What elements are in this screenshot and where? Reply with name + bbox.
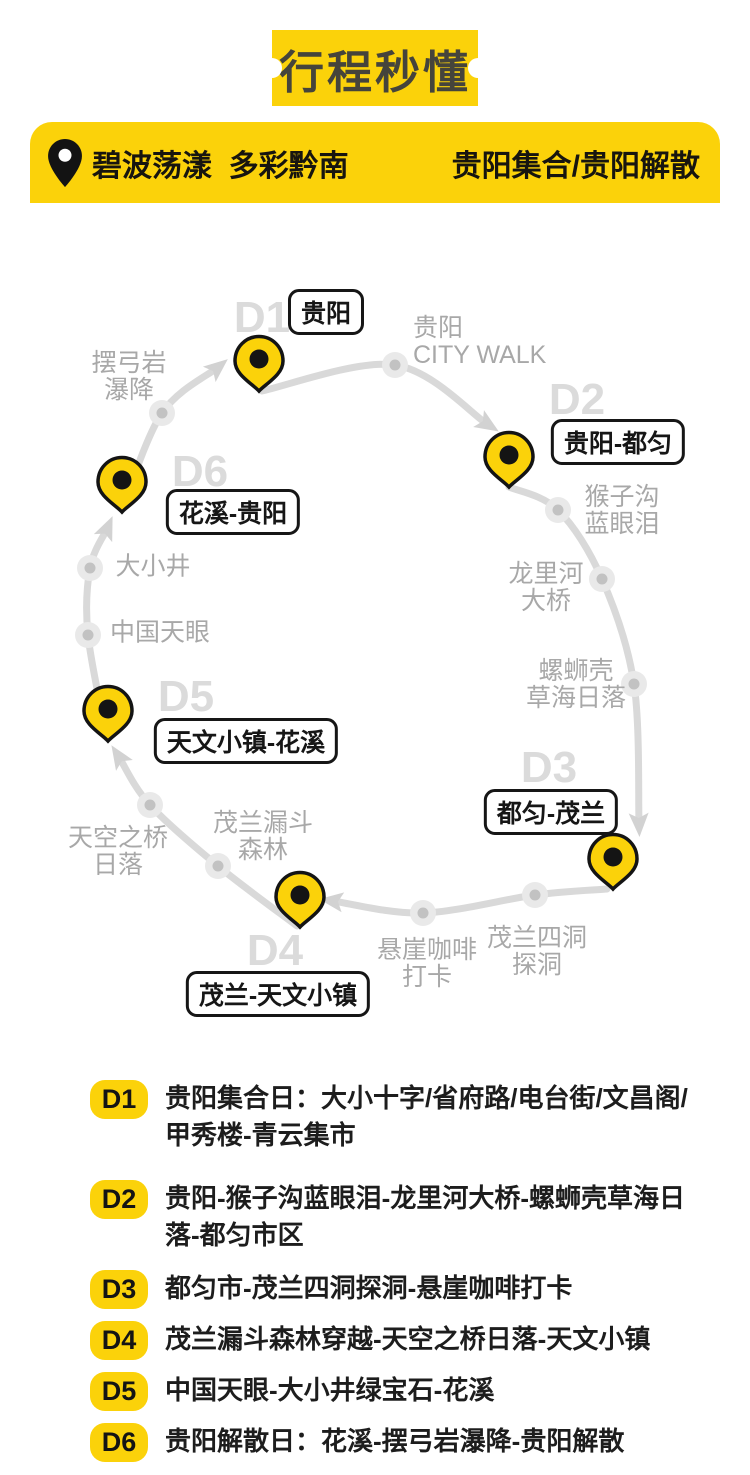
- day-badge: D2: [90, 1180, 148, 1219]
- day-badge: D1: [90, 1080, 148, 1119]
- route-theme-title: 碧波荡漾 多彩黔南: [92, 149, 349, 183]
- route-path-segment: [258, 360, 491, 428]
- itinerary-list: D1 贵阳集合日：大小十字/省府路/电台街/文昌阁/甲秀楼-青云集市 D2 贵阳-猴子…: [90, 1080, 700, 1462]
- itinerary-row-d3: D3 都匀市-茂兰四洞探洞-悬崖咖啡打卡: [90, 1270, 700, 1309]
- route-arrow-icon: [319, 892, 345, 913]
- waypoint-dot-center: [552, 504, 564, 516]
- waypoint-dot-center: [212, 860, 224, 872]
- route-loop-graphic: [75, 334, 649, 930]
- route-arrow-icon: [628, 812, 649, 837]
- page-title: 行程秒懂: [278, 46, 471, 98]
- itinerary-row-d4: D4 茂兰漏斗森林穿越-天空之桥日落-天文小镇: [90, 1321, 700, 1360]
- itinerary-row-d5: D5 中国天眼-大小井绿宝石-花溪: [90, 1372, 700, 1411]
- route-path-segment: [115, 753, 301, 930]
- day-description: 贵阳集合日：大小十字/省府路/电台街/文昌阁/甲秀楼-青云集市: [165, 1083, 688, 1150]
- waypoint-dot-center: [82, 629, 94, 641]
- route-header-bar: 碧波荡漾 多彩黔南 贵阳集合/贵阳解散: [30, 122, 720, 203]
- day-description: 贵阳-猴子沟蓝眼泪-龙里河大桥-螺蛳壳草海日落-都匀市区: [165, 1183, 685, 1250]
- map-pin-d6: [96, 455, 148, 515]
- ticket-notch-right: [468, 58, 488, 78]
- map-pin-d1: [233, 334, 285, 394]
- title-banner: 行程秒懂: [262, 30, 488, 106]
- day-description: 贵阳解散日：花溪-摆弓岩瀑降-贵阳解散: [165, 1426, 625, 1456]
- map-pin-d4: [274, 870, 326, 930]
- day-description: 都匀市-茂兰四洞探洞-悬崖咖啡打卡: [165, 1273, 573, 1303]
- waypoint-dot-center: [628, 678, 640, 690]
- route-arrow-icon: [93, 516, 113, 543]
- itinerary-row-d6: D6 贵阳解散日：花溪-摆弓岩瀑降-贵阳解散: [90, 1423, 700, 1462]
- route-arrow-icon: [202, 359, 228, 383]
- itinerary-row-d2: D2 贵阳-猴子沟蓝眼泪-龙里河大桥-螺蛳壳草海日落-都匀市区: [90, 1180, 700, 1254]
- map-pin-d2: [483, 430, 535, 490]
- itinerary-row-d1: D1 贵阳集合日：大小十字/省府路/电台街/文昌阁/甲秀楼-青云集市: [90, 1080, 700, 1154]
- day-description: 中国天眼-大小井绿宝石-花溪: [165, 1375, 495, 1405]
- day-badge: D5: [90, 1372, 148, 1411]
- waypoint-dot-center: [156, 407, 168, 419]
- day-badge: D4: [90, 1321, 148, 1360]
- location-pin-icon: [48, 138, 82, 187]
- route-arrow-icon: [473, 410, 499, 432]
- day-badge: D6: [90, 1423, 148, 1462]
- day-description: 茂兰漏斗森林穿越-天空之桥日落-天文小镇: [165, 1324, 651, 1354]
- route-path-segment: [329, 885, 611, 917]
- route-arrow-icon: [111, 745, 133, 771]
- route-path-segment: [505, 483, 643, 827]
- waypoint-dot-center: [84, 562, 96, 574]
- map-pin-d5: [82, 684, 134, 744]
- waypoint-dot-center: [596, 573, 608, 585]
- waypoint-dot-center: [417, 907, 429, 919]
- meeting-dismissal-info: 贵阳集合/贵阳解散: [451, 149, 700, 183]
- ticket-notch-left: [262, 58, 282, 78]
- map-pin-d3: [587, 832, 639, 892]
- waypoint-dot-center: [529, 889, 541, 901]
- waypoint-dot-center: [389, 359, 401, 371]
- waypoint-dot-center: [144, 799, 156, 811]
- day-badge: D3: [90, 1270, 148, 1309]
